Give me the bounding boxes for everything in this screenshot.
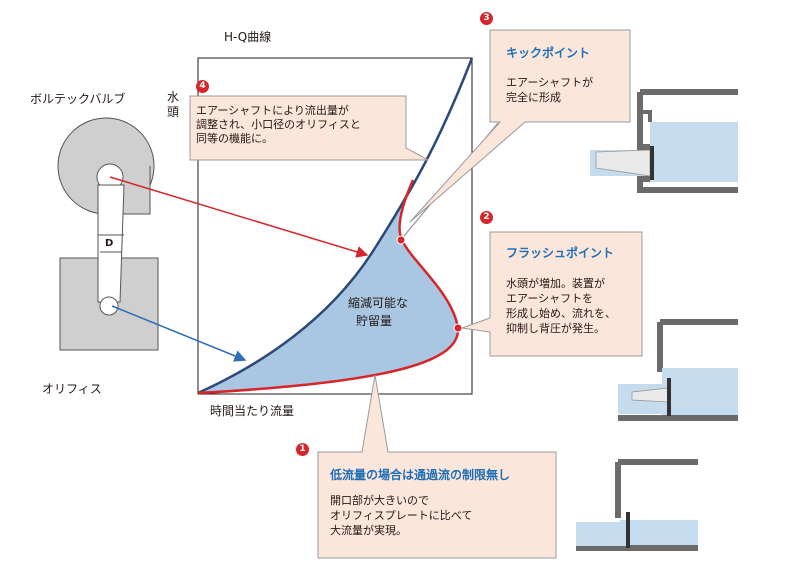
kick-point-line-2: 完全に形成	[506, 91, 561, 104]
diameter-label: D	[105, 238, 114, 249]
storage-label-1: 縮減可能な	[348, 296, 409, 310]
low-flow-line-2: オリフィスプレートに比べて	[330, 509, 473, 522]
orifice-arrow	[111, 305, 247, 362]
air-shaft-line-2: 調整され、小口径のオリフィスと	[196, 118, 361, 131]
orifice-curve	[197, 57, 474, 395]
air-shaft-line-1: エアーシャフトにより流出量が	[196, 104, 349, 117]
kick-point-marker	[396, 235, 406, 245]
low-flow-line-3: 大流量が実現。	[330, 524, 407, 537]
pipe-kick-illustration	[590, 89, 738, 193]
kick-point-line-1: エアーシャフトが	[506, 76, 594, 89]
y-axis-label-1: 水	[166, 90, 179, 104]
badge-1: 1	[296, 443, 309, 456]
badge-2: 2	[480, 211, 493, 224]
callout-air-shaft-box	[189, 95, 429, 161]
low-flow-title: 低流量の場合は通過流の制限無し	[330, 468, 511, 482]
flush-point-marker	[453, 323, 463, 333]
storage-label-2: 貯留量	[356, 314, 393, 328]
vortex-curve	[197, 179, 460, 395]
y-axis-label-2: 頭	[166, 105, 179, 119]
badge-4: 4	[196, 80, 209, 93]
low-flow-line-1: 開口部が大きいので	[330, 494, 429, 507]
vortex-arrow	[109, 176, 369, 258]
orifice-hole	[99, 296, 119, 316]
hq-curve-title: H-Q曲線	[224, 30, 272, 44]
air-shaft-line-3: 同等の機能に。	[196, 132, 273, 145]
x-axis-label: 時間当たり流量	[210, 404, 295, 418]
vortex-valve-illustration	[57, 117, 159, 351]
badge-3: 3	[480, 12, 493, 25]
flush-point-line-1: 水頭が増加。装置が	[506, 277, 605, 290]
vortex-valve-label: ボルテックバルブ	[30, 92, 126, 106]
pipe-low-flow-illustration	[576, 459, 698, 551]
kick-point-title: キックポイント	[506, 46, 591, 60]
pipe-flush-illustration	[618, 319, 738, 421]
callout-kick-box	[409, 29, 631, 223]
storage-area	[198, 180, 459, 393]
flush-point-line-4: 抑制し背圧が発生。	[506, 322, 605, 335]
orifice-label: オリフィス	[42, 382, 102, 396]
flush-point-line-3: 形成し始め、流れを、	[506, 307, 616, 320]
flush-point-line-2: エアーシャフトを	[506, 292, 594, 305]
callout-low-flow-box	[317, 374, 557, 559]
callout-flush-box	[461, 231, 643, 357]
flush-point-title: フラッシュポイント	[506, 246, 615, 260]
